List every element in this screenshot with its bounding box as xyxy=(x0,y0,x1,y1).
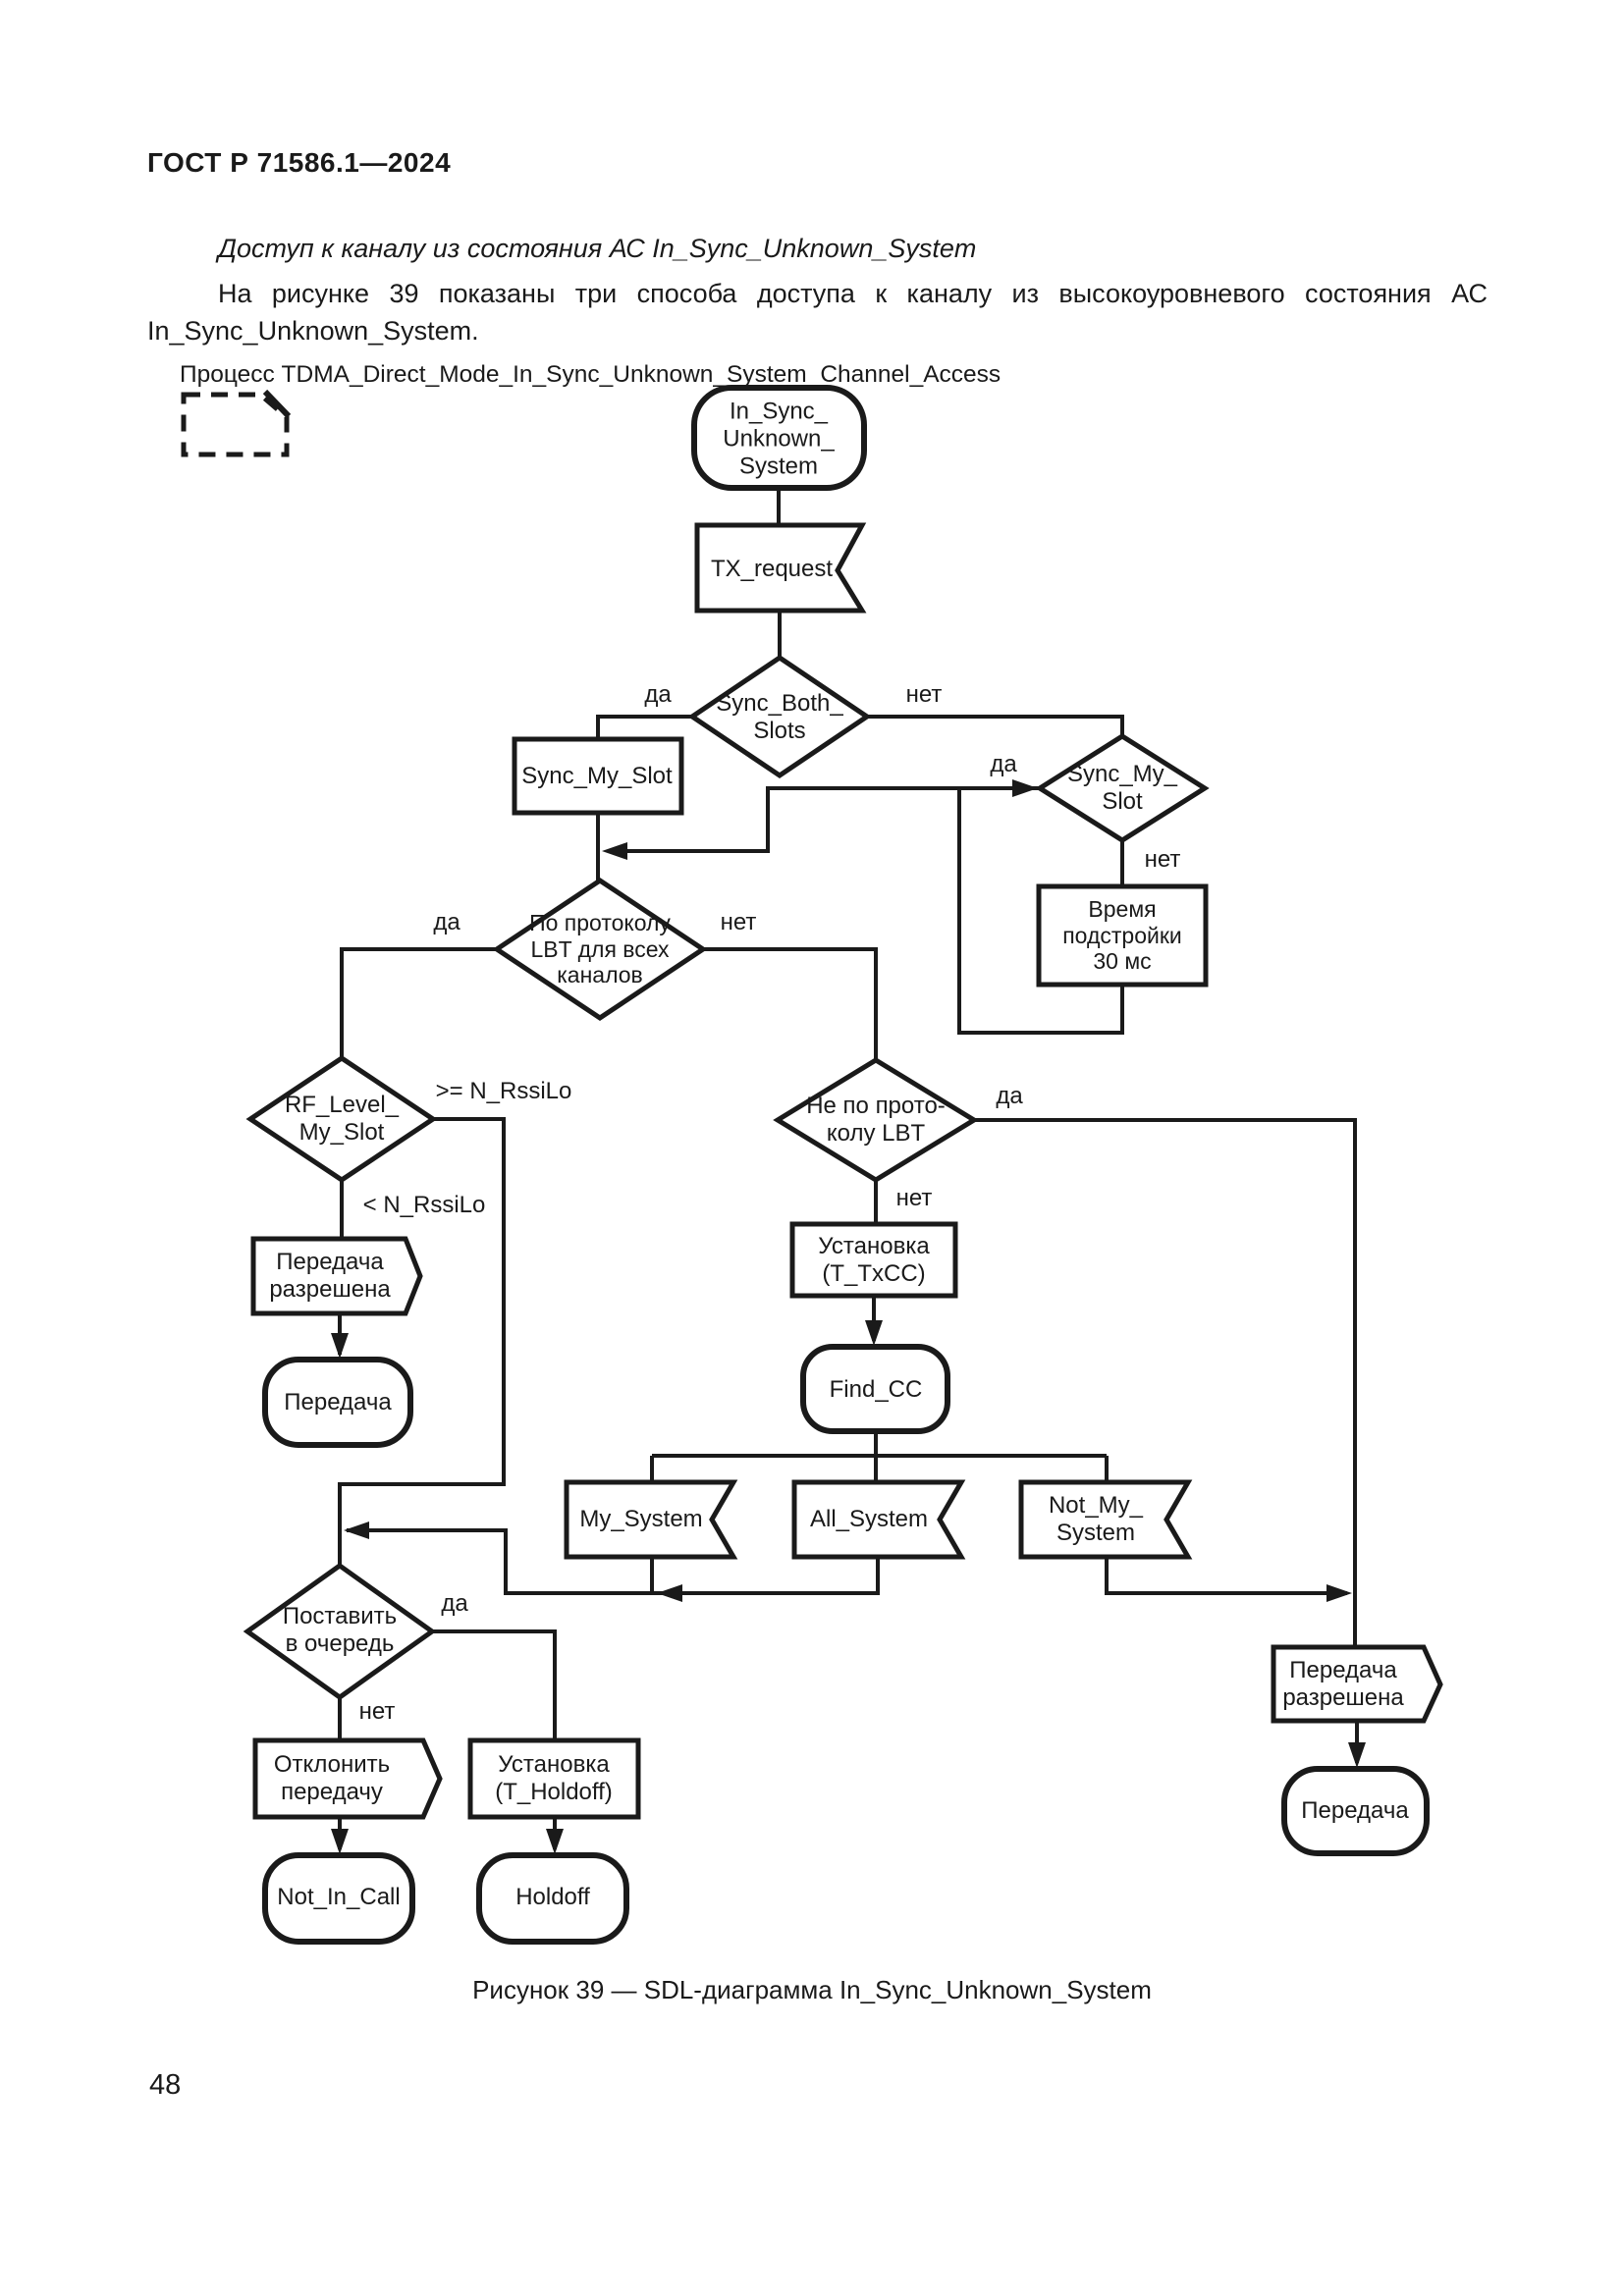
decision-sync-both-slots-label: Sync_Both_ Slots xyxy=(716,690,843,744)
output-tx-allowed-right-shape xyxy=(1271,1644,1443,1724)
arrowhead-into-enqueue-line xyxy=(344,1522,369,1539)
state-start-label: In_Sync_ Unknown_ System xyxy=(723,398,835,479)
connector-notlbt-yes xyxy=(974,1118,1357,1647)
intro-paragraph: На рисунке 39 показаны три способа досту… xyxy=(147,279,1488,346)
arrowhead-merge-my xyxy=(657,1584,682,1602)
decision-lbt-all-label: По протоколу LBT для всех каналов xyxy=(529,909,671,988)
arrowhead-into-findcc xyxy=(865,1320,883,1346)
branch-yes-not-lbt: да xyxy=(996,1083,1023,1109)
task-set-txcc-label: Установка (T_TxCC) xyxy=(818,1233,930,1287)
task-set-txcc-shape xyxy=(789,1221,958,1299)
output-reject-tx-shape xyxy=(252,1737,443,1820)
task-adjust-time-shape xyxy=(1036,883,1209,988)
input-my-system-shape xyxy=(564,1479,738,1560)
input-tx-request-shape xyxy=(694,522,867,614)
connector-rf-ge xyxy=(338,1117,506,1566)
branch-lt-rssilo: < N_RssiLo xyxy=(362,1192,486,1218)
figure-caption: Рисунок 39 — SDL-диаграмма In_Sync_Unkno… xyxy=(472,1975,1152,2004)
output-tx-allowed-left-shape xyxy=(250,1236,423,1316)
arrowhead-into-tx-state-right xyxy=(1348,1742,1366,1768)
comment-symbol xyxy=(181,392,290,457)
document-header: ГОСТ Р 71586.1—2024 xyxy=(147,147,452,178)
input-all-system-label: All_System xyxy=(809,1506,929,1533)
comment-fold-line xyxy=(262,389,292,419)
decision-sync-my-slot-label: Sync_My_ Slot xyxy=(1066,761,1178,815)
state-holdoff-shape xyxy=(476,1852,629,1945)
state-tx-left-shape xyxy=(262,1357,413,1448)
process-title: Процесс TDMA_Direct_Mode_In_Sync_Unknown… xyxy=(180,361,1001,388)
connector-syncmy-yes xyxy=(609,786,1040,853)
output-tx-allowed-right-label: Передача разрешена xyxy=(1282,1657,1404,1711)
state-tx-right-label: Передача xyxy=(1301,1797,1409,1825)
branch-no-lbt: нет xyxy=(720,909,757,935)
state-tx-left-label: Передача xyxy=(284,1389,392,1416)
branch-yes-sync-my: да xyxy=(990,751,1017,777)
branch-ge-rssilo: >= N_RssiLo xyxy=(435,1078,572,1104)
branch-yes-sync-both: да xyxy=(644,681,672,708)
connector-syncboth-no xyxy=(867,715,1124,736)
state-find-cc-label: Find_CC xyxy=(829,1376,923,1404)
connector-all-merge xyxy=(347,1528,880,1595)
branch-yes-enqueue: да xyxy=(441,1590,468,1617)
connector-syncboth-yes xyxy=(596,715,692,739)
state-tx-right-shape xyxy=(1281,1766,1430,1856)
task-set-holdoff-shape xyxy=(467,1737,641,1820)
decision-rf-level-label: RF_Level_ My_Slot xyxy=(284,1092,400,1146)
connector-lbt-yes xyxy=(340,947,497,1058)
input-all-system-shape xyxy=(791,1479,966,1560)
page-number: 48 xyxy=(149,2069,182,2101)
input-not-my-system-shape xyxy=(1018,1479,1193,1560)
connector-lbt-no xyxy=(703,947,878,1060)
input-tx-request-label: TX_request xyxy=(710,556,834,583)
arrowhead-merge-left-spine xyxy=(602,842,627,860)
state-holdoff-label: Holdoff xyxy=(515,1884,590,1911)
decision-sync-both-slots-shape xyxy=(687,654,872,779)
section-subheading: Доступ к каналу из состояния АС In_Sync_… xyxy=(218,234,977,263)
input-my-system-label: My_System xyxy=(579,1506,703,1533)
connector-notmy-merge xyxy=(1105,1557,1347,1595)
task-sync-my-slot-label: Sync_My_Slot xyxy=(521,763,673,790)
arrowhead-into-tx-state-left xyxy=(331,1333,349,1359)
arrowhead-notmy-into-right xyxy=(1326,1584,1352,1602)
task-adjust-time-label: Время подстройки 30 мс xyxy=(1062,895,1182,975)
decision-lbt-all-shape xyxy=(492,877,708,1022)
arrowhead-into-not-in-call xyxy=(331,1829,349,1854)
decision-enqueue-label: Поставить в очередь xyxy=(282,1603,398,1657)
output-tx-allowed-left-label: Передача разрешена xyxy=(269,1249,391,1303)
branch-no-sync-both: нет xyxy=(905,681,943,708)
branch-no-sync-my: нет xyxy=(1144,846,1181,873)
state-not-in-call-label: Not_In_Call xyxy=(277,1884,401,1911)
connector-enqueue-yes xyxy=(432,1629,557,1740)
arrowhead-into-holdoff xyxy=(546,1829,564,1854)
branch-yes-lbt: да xyxy=(433,909,460,935)
state-not-in-call-shape xyxy=(262,1852,415,1945)
branch-no-not-lbt: нет xyxy=(895,1185,933,1211)
input-not-my-system-label: Not_My_ System xyxy=(1048,1492,1144,1546)
branch-no-enqueue: нет xyxy=(358,1698,396,1725)
decision-not-lbt-label: Не по прото- колу LBT xyxy=(806,1093,946,1147)
task-set-holdoff-label: Установка (T_Holdoff) xyxy=(495,1751,613,1805)
output-reject-tx-label: Отклонить передачу xyxy=(273,1751,391,1805)
